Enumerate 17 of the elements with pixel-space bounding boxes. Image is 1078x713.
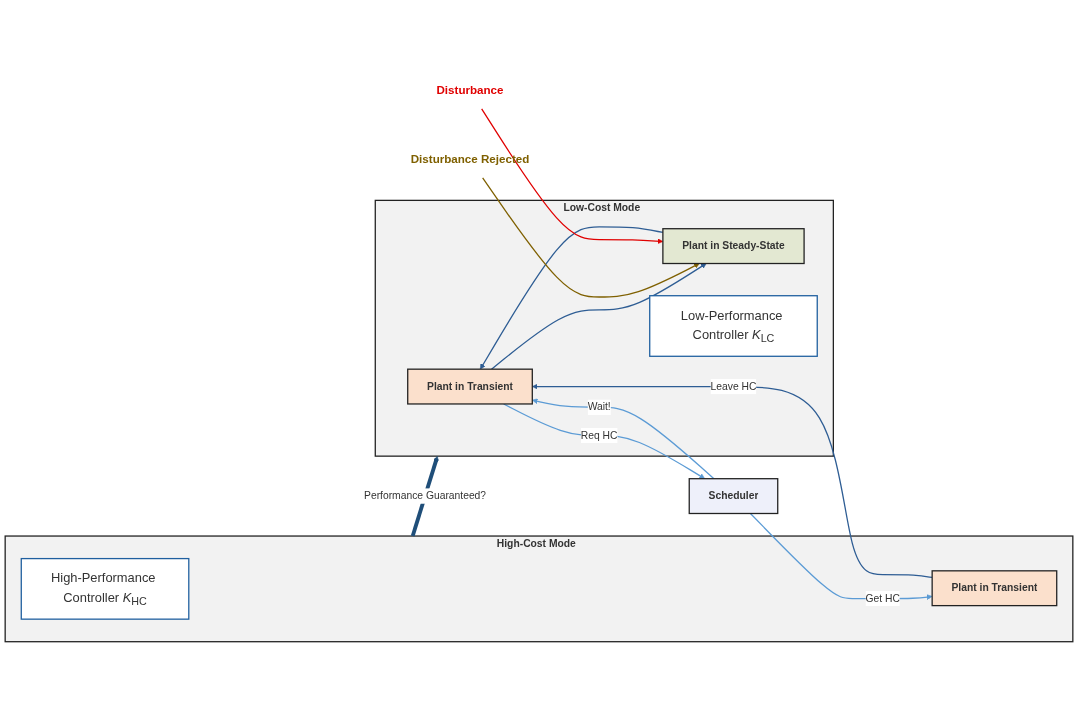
edge-label: Wait!: [587, 400, 611, 412]
edge-label: Get HC: [865, 592, 900, 604]
node-box: Plant in Transient: [407, 368, 533, 405]
arrow: [490, 262, 707, 370]
node-box: Scheduler: [688, 477, 779, 514]
node-box: High-Performance Controller K$_{HC}$: [20, 557, 190, 620]
edge-label: Leave HC: [710, 380, 757, 392]
edge-label: Req HC: [580, 429, 618, 441]
arrow: [482, 176, 700, 298]
node-box: Plant in Steady-State: [662, 227, 805, 264]
node-text: Disturbance: [436, 83, 504, 97]
arrow: [532, 383, 933, 578]
arrow: [503, 402, 706, 479]
node-box: Plant in Transient: [931, 569, 1058, 606]
arrow: [532, 398, 715, 479]
node-box: Low-Performance Controller K$_{LC}$: [649, 294, 818, 357]
edge-label: Performance Guaranteed?: [364, 489, 487, 501]
